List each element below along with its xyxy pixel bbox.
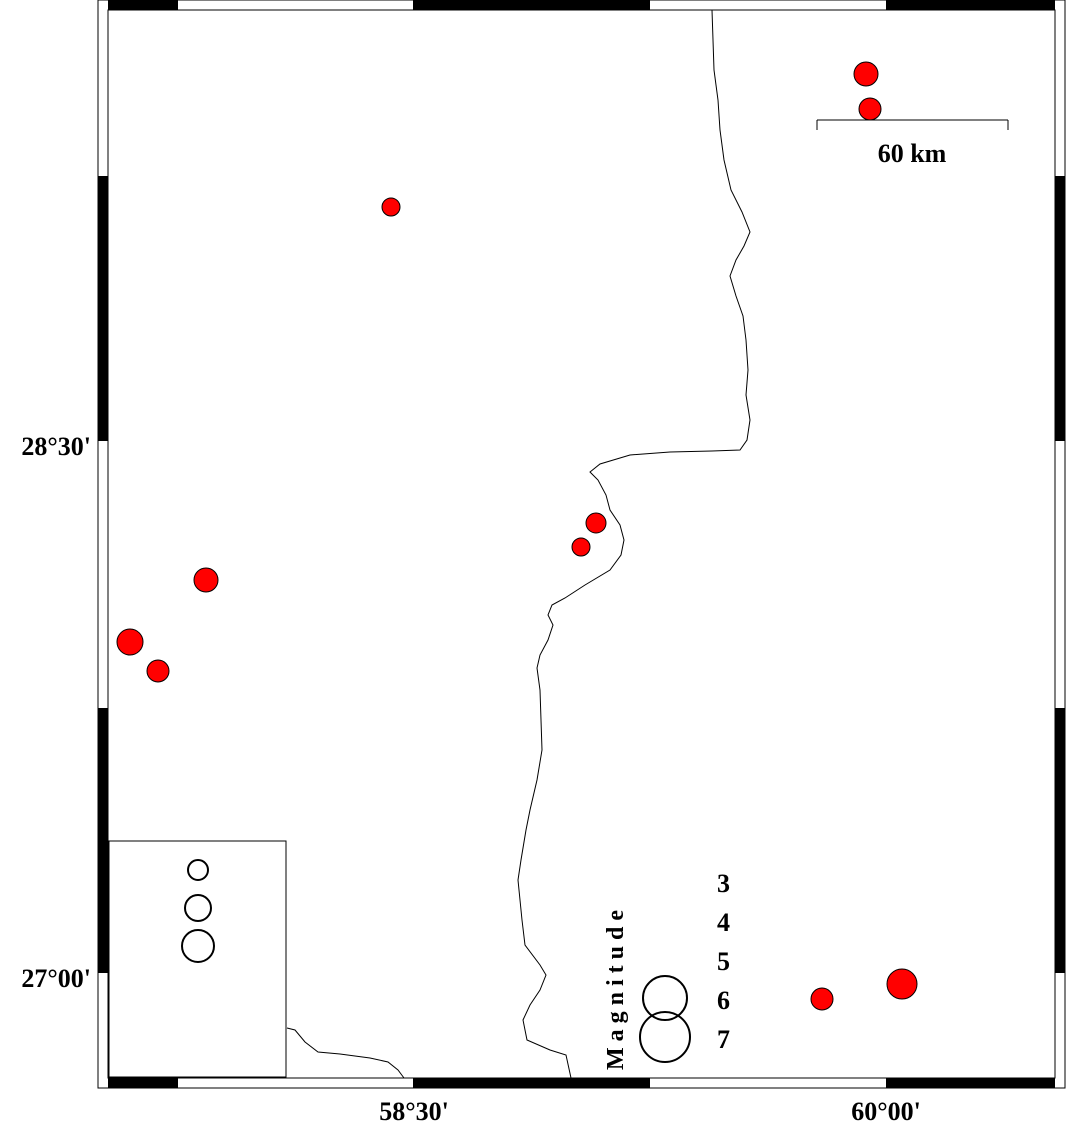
event-marker[interactable] <box>571 537 591 557</box>
event-marker[interactable] <box>858 97 882 121</box>
coastline <box>517 9 751 1079</box>
event-marker[interactable] <box>193 567 219 593</box>
inset-circle-medium <box>184 894 212 922</box>
inset-circle-large <box>181 929 215 963</box>
earthquake-events <box>116 61 918 1011</box>
southwest-coastline <box>286 1027 405 1079</box>
event-marker[interactable] <box>116 628 144 656</box>
magnitude-legend: Magnitude 3 4 5 6 7 <box>603 869 730 1070</box>
inset-box <box>108 840 287 1078</box>
scale-bar-label: 60 km <box>878 139 947 168</box>
event-marker[interactable] <box>146 659 170 683</box>
event-marker[interactable] <box>886 968 918 1000</box>
lat-label-27-00: 27°00' <box>21 964 91 993</box>
legend-title: Magnitude <box>603 904 629 1070</box>
event-marker[interactable] <box>585 512 607 534</box>
legend-label-5: 5 <box>717 947 730 976</box>
event-marker[interactable] <box>381 197 401 217</box>
event-marker[interactable] <box>810 987 834 1011</box>
legend-circle-6 <box>642 975 688 1021</box>
lat-label-28-30: 28°30' <box>21 432 91 461</box>
scale-bar: 60 km <box>816 119 1009 168</box>
legend-label-4: 4 <box>717 908 730 937</box>
inset-circle-small <box>187 859 209 881</box>
lon-label-58-30: 58°30' <box>379 1097 449 1126</box>
legend-label-3: 3 <box>717 869 730 898</box>
event-marker[interactable] <box>853 61 879 87</box>
legend-label-7: 7 <box>717 1025 730 1054</box>
lon-label-60-00: 60°00' <box>851 1097 921 1126</box>
legend-circle-7 <box>639 1011 691 1063</box>
legend-label-6: 6 <box>717 986 730 1015</box>
